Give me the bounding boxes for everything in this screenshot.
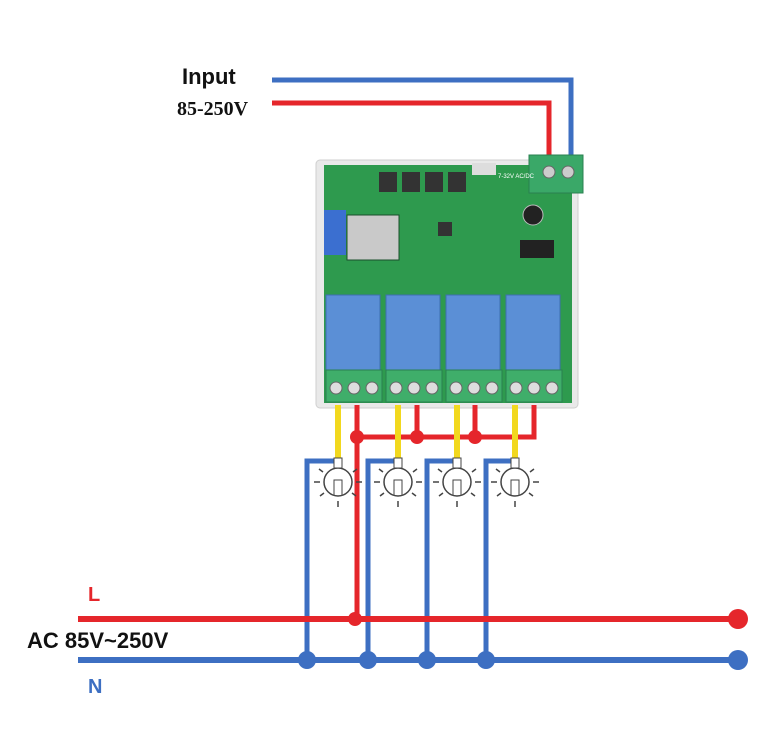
input-live-wire [272,100,552,165]
lamp-neutral-wire [483,458,515,660]
common-junction-dot [410,430,424,444]
bulb-ray [319,492,325,497]
bulb-ray [438,492,444,497]
lamp-icon [433,457,481,507]
power-marking: 7-32V AC/DC [498,174,535,180]
bulb-ray [470,492,476,497]
bulb-ray [471,468,477,473]
terminal-screw [509,381,523,395]
power-terminal [528,154,584,194]
terminal-screw [449,381,463,395]
lamp-neutral-wire [304,458,338,660]
bulb-filament [452,479,462,495]
bulb-filament [393,479,403,495]
heatsink [520,240,554,258]
live-terminal-dot [728,609,748,629]
neutral-label: N [88,676,103,698]
bulb-ray [318,468,324,473]
usb-port [472,163,496,175]
neutral-terminal-dot [728,650,748,670]
bulb-base [510,457,520,469]
neutral-junction-dot [298,651,316,669]
terminal-screw [347,381,361,395]
common-bridge-wire [357,405,537,440]
lamp-icon [374,457,422,507]
terminal-screw [467,381,481,395]
bulb-ray [529,468,535,473]
bulb-ray [496,492,502,497]
lamp-icon [491,457,539,507]
bulb-ray [437,468,443,473]
terminal-screw [425,381,439,395]
bulb-glass [500,467,530,497]
relay [385,294,441,371]
terminal-screw [389,381,403,395]
capacitor [522,204,544,226]
wifi-antenna [324,210,346,255]
terminal-screw [365,381,379,395]
bulb-filament [333,479,343,495]
terminal-screw [485,381,499,395]
bulb-ray [379,492,385,497]
bulb-glass [323,467,353,497]
bulb-base [333,457,343,469]
bulb-base [452,457,462,469]
live-junction-dot [348,612,362,626]
terminal-screw [407,381,421,395]
bulb-ray [495,468,501,473]
bulb-ray [351,492,357,497]
bulb-filament [510,479,520,495]
lamp-neutral-wire [365,458,398,660]
bulb-glass [442,467,472,497]
terminal-screw [329,381,343,395]
relay [445,294,501,371]
common-junction-dot [350,430,364,444]
bulb-ray [411,492,417,497]
input-label: Input [182,64,236,89]
neutral-junction-dot [418,651,436,669]
buttons [379,172,466,236]
lamp-icon [314,457,362,507]
supply-voltage-label: AC 85V~250V [27,628,169,653]
common-junction-dot [468,430,482,444]
relay-board: 7-32V AC/DC [315,154,584,409]
input-neutral-wire [272,77,574,165]
wifi-module [346,214,400,261]
terminal-screw [545,381,559,395]
input-voltage-label: 85-250V [177,98,249,120]
bulb-ray [352,468,358,473]
neutral-junction-dot [477,651,495,669]
relay [505,294,561,371]
terminal-screw [527,381,541,395]
lamp-neutral-wire [424,458,457,660]
neutral-junction-dot [359,651,377,669]
bulb-ray [378,468,384,473]
relay [325,294,381,371]
bulb-ray [412,468,418,473]
bulb-base [393,457,403,469]
live-label: L [88,584,101,606]
bulb-glass [383,467,413,497]
bulb-ray [528,492,534,497]
